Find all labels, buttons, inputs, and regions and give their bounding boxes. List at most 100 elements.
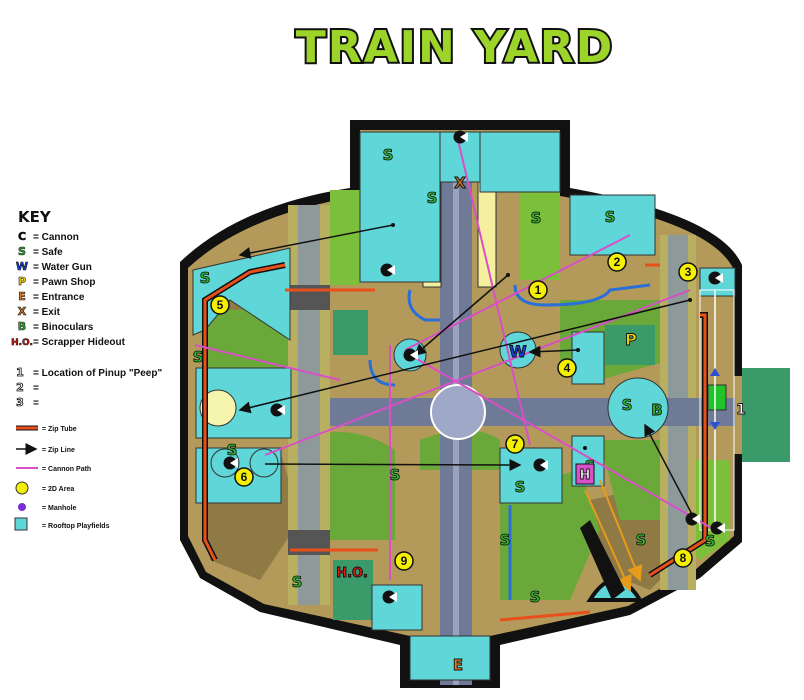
peep-glyph-icon: 1 [16, 366, 24, 379]
rooftop-legend-label: = Rooftop Playfields [42, 523, 110, 530]
zip-line [264, 458, 522, 471]
safe-icon: S [383, 146, 394, 164]
manhole-legend-label: = Manhole [42, 505, 77, 512]
arrow-up-icon [710, 368, 720, 376]
rooftop-south-west [371, 584, 423, 631]
cannon-path-legend-label: = Cannon Path [42, 466, 91, 473]
cannon-icon [223, 456, 238, 470]
water-pipe [407, 289, 440, 322]
rooftop-binoculars [607, 377, 669, 439]
location-number: 8 [680, 551, 687, 565]
train-car [580, 520, 625, 600]
roundabout [430, 384, 486, 440]
safe-icon: S [636, 531, 647, 549]
cannon-icon [708, 271, 723, 285]
location-marker: 2 [607, 252, 627, 272]
safe-icon: S [622, 396, 633, 414]
pawn-shop-marker: P [625, 330, 637, 349]
building [333, 560, 373, 620]
arrow-down-icon [710, 422, 720, 430]
location-marker: 4 [557, 358, 577, 378]
location-number: 1 [535, 283, 542, 297]
zip-tube-legend-label: = Zip Tube [42, 426, 77, 433]
zip-tube-west-fill [203, 263, 286, 561]
cannon-icon [533, 458, 548, 472]
rooftop-water-gun [571, 331, 605, 385]
key-symbol-icon: H.O. [11, 338, 33, 348]
location-number: 5 [217, 298, 224, 312]
key-label: = Binoculars [33, 322, 94, 333]
location-number: 3 [685, 265, 692, 279]
key-label: = Entrance [33, 292, 85, 303]
water-pipe [513, 283, 651, 307]
cannon-icon [685, 512, 700, 526]
key-symbol-icon: E [18, 290, 26, 303]
rooftop-north-west [359, 131, 441, 283]
key-symbol-icon: C [18, 230, 26, 243]
exit-marker: X [454, 174, 466, 192]
hideout-small-box [575, 463, 595, 485]
key-symbol-icon: B [18, 320, 26, 333]
water-pipe [368, 359, 396, 387]
rooftop-north-east [479, 131, 561, 193]
key-label: = Pawn Shop [33, 277, 96, 288]
cannon-icon [453, 130, 468, 144]
cannon-icon [270, 403, 285, 417]
zip-line [238, 224, 394, 259]
map-title: TRAIN YARD [296, 22, 615, 73]
rooftop-round [249, 448, 279, 478]
cannon-icon [710, 521, 725, 535]
safe-icon: S [427, 189, 438, 207]
entrance-marker: E [453, 656, 463, 674]
peep-location-marker: 1 [736, 402, 746, 418]
grass-area [330, 190, 360, 285]
location-number: 9 [401, 554, 408, 568]
rooftop-entrance [409, 635, 491, 681]
zip-line-orange [584, 489, 632, 592]
grass-area [520, 190, 560, 280]
building [605, 325, 655, 365]
safe-icon: S [531, 209, 542, 227]
location-number: 2 [614, 255, 621, 269]
key-label: = Exit [33, 307, 61, 318]
location-marker: 6 [234, 467, 254, 487]
location-number: 7 [512, 437, 519, 451]
safe-icon: S [530, 588, 541, 606]
location-marker: 3 [678, 262, 698, 282]
building [333, 310, 368, 355]
location-marker: 9 [394, 551, 414, 571]
safe-icon: S [193, 348, 204, 366]
zip-line [644, 423, 696, 521]
rooftop-center-south [499, 447, 563, 504]
safe-icon: S [292, 573, 303, 591]
location-marker: 8 [673, 548, 693, 568]
key-heading: KEY [18, 208, 52, 226]
2d-area-legend-icon [15, 481, 29, 495]
cannon-path [194, 344, 341, 381]
water-gun-marker: W [509, 342, 527, 361]
peep-label: = [33, 398, 39, 409]
cannon-icon [403, 348, 418, 362]
location-marker: 5 [210, 295, 230, 315]
safe-icon: S [390, 466, 401, 484]
peep-glyph-icon: 3 [16, 396, 24, 409]
key-symbol-icon: W [16, 260, 28, 273]
key-symbol-icon: X [18, 305, 27, 318]
key-symbol-icon: P [18, 275, 26, 288]
zip-line [528, 345, 579, 358]
zip-tube-south [499, 610, 591, 622]
safe-icon: S [227, 441, 238, 459]
scrapper-hideout-marker: H.O. [336, 566, 368, 581]
key-label: = Safe [33, 247, 63, 258]
cannon-path [457, 139, 531, 446]
zip-line-orange [599, 479, 643, 582]
zip-line [413, 274, 509, 356]
2d-area-legend-label: = 2D Area [42, 486, 74, 493]
location-number: 6 [241, 470, 248, 484]
zip-line-legend-label: = Zip Line [42, 447, 75, 454]
manhole-legend-icon [18, 503, 26, 511]
green-marker [707, 384, 727, 411]
2d-area [199, 389, 237, 427]
